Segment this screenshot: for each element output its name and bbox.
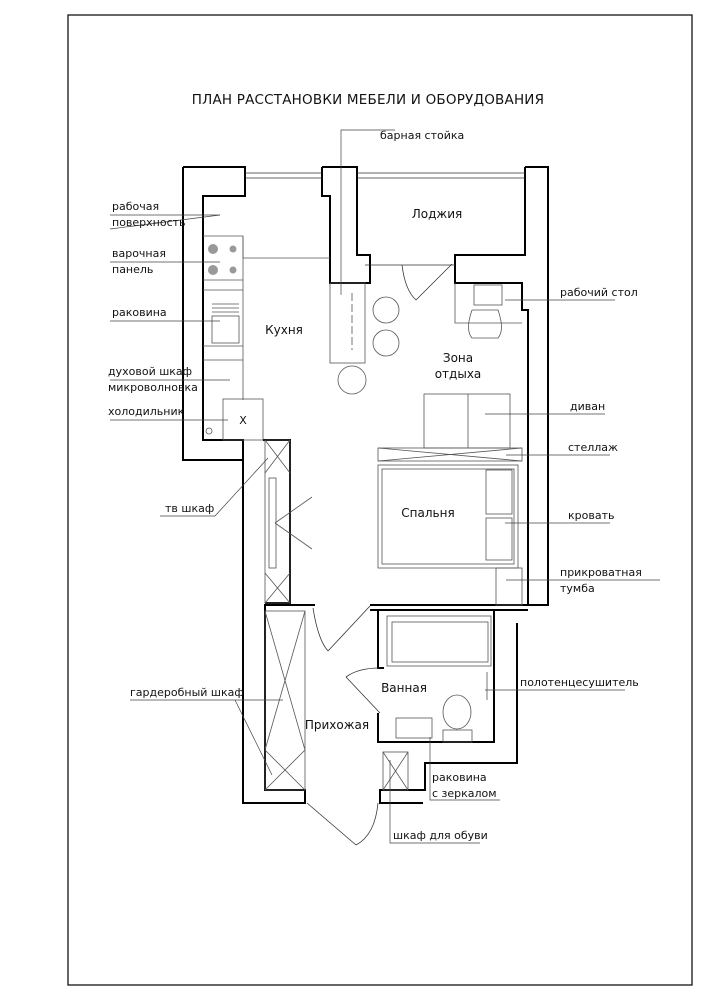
bar-stool-icon [372, 329, 400, 357]
label-worktop-2: поверхность [112, 216, 186, 229]
label-shelving: стеллаж [568, 441, 618, 454]
bar-stool-icon [372, 296, 400, 324]
label-hob-2: панель [112, 263, 153, 276]
label-wardrobe: гардеробный шкаф [130, 686, 244, 699]
room-furniture [377, 283, 523, 606]
label-desk: рабочий стол [560, 286, 638, 299]
room-hallway: Прихожая [305, 718, 369, 732]
room-loggia: Лоджия [412, 207, 463, 221]
doors [306, 263, 453, 846]
burner-icon [208, 265, 218, 275]
label-bath-sink-1: раковина [432, 771, 487, 784]
fridge-mark: X [239, 414, 247, 427]
room-lounge-line1: Зона [443, 351, 473, 365]
room-lounge-line2: отдыха [435, 367, 482, 381]
room-kitchen: Кухня [265, 323, 303, 337]
leader-lines [109, 129, 660, 844]
wardrobe-icon [264, 610, 306, 791]
bathtub-icon [386, 615, 492, 667]
label-nightstand-1: прикроватная [560, 566, 642, 579]
label-nightstand-2: тумба [560, 582, 595, 595]
chair-icon [468, 309, 502, 339]
toilet-icon [442, 694, 472, 730]
burner-icon [208, 244, 218, 254]
label-bed: кровать [568, 509, 614, 522]
tv-cabinet-icon [264, 439, 291, 604]
sheet-frame [67, 14, 693, 986]
fridge-icon [222, 398, 264, 441]
label-oven-2: микроволновка [108, 381, 198, 394]
sofa-icon [423, 393, 511, 449]
label-bar-counter: барная стойка [380, 129, 464, 142]
sink-icon [211, 315, 240, 344]
label-towel-rail: полотенцесушитель [520, 676, 639, 689]
annotations: барная стойка рабочая поверхность варочн… [108, 129, 642, 842]
walls [182, 166, 549, 804]
room-bedroom: Спальня [401, 506, 454, 520]
label-oven-1: духовой шкаф [108, 365, 192, 378]
label-tv-cabinet: тв шкаф [165, 502, 214, 515]
cabinets [264, 439, 409, 791]
label-shoe-cabinet: шкаф для обуви [393, 829, 488, 842]
plan-title: ПЛАН РАССТАНОВКИ МЕБЕЛИ И ОБОРУДОВАНИЯ [192, 92, 544, 108]
label-worktop-1: рабочая [112, 200, 159, 213]
label-kitchen-sink: раковина [112, 306, 167, 319]
bar-counter-icon [329, 282, 366, 364]
shelving-icon [377, 447, 523, 462]
room-labels: Кухня Лоджия Зона отдыха Спальня Ванная … [265, 207, 481, 732]
nightstand-icon [495, 567, 523, 606]
room-bathroom: Ванная [381, 681, 427, 695]
label-hob-1: варочная [112, 247, 166, 260]
bath-sink-icon [395, 717, 433, 739]
bed-icon [377, 464, 519, 569]
label-fridge: холодильник [108, 405, 185, 418]
bathroom-fixtures [386, 615, 492, 743]
shoe-cabinet-icon [382, 751, 409, 791]
label-bath-sink-2: с зеркалом [432, 787, 497, 800]
burner-icon [229, 266, 237, 274]
label-sofa: диван [570, 400, 605, 413]
burner-icon [229, 245, 237, 253]
kitchen-furniture: X [203, 235, 400, 441]
bar-stool-icon [337, 365, 367, 395]
desk-icon [473, 284, 503, 306]
